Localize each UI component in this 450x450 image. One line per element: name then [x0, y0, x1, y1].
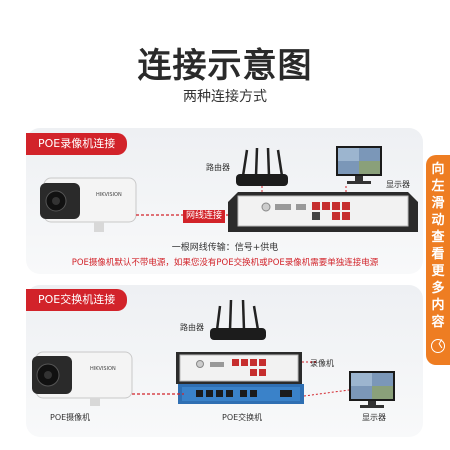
router-label-1: 路由器 — [206, 163, 230, 172]
page-title: 连接示意图 — [137, 46, 313, 86]
monitor-label-2: 显示器 — [362, 413, 386, 422]
nvr-recorder-2 — [176, 352, 302, 384]
router-1 — [236, 147, 288, 186]
section-tag-poe-nvr: POE录像机连接 — [26, 133, 128, 155]
page-subtitle: 两种连接方式 — [183, 89, 267, 105]
poe-camera-2: HIKVISION — [32, 351, 133, 406]
camera-brand-1: HIKVISION — [96, 192, 122, 198]
poe-camera-1: HIKVISION — [40, 177, 137, 232]
poe-switch — [178, 384, 304, 404]
chevron-left-icon[interactable]: 〈 — [431, 339, 445, 353]
router-label-2: 路由器 — [180, 323, 204, 332]
nvr-recorder-1 — [228, 192, 418, 232]
network-cable-tag: 网线连接 — [183, 210, 226, 223]
single-cable-caption: 一根网线传输：信号+供电 — [171, 243, 279, 253]
monitor-2 — [349, 371, 395, 408]
router-2 — [210, 299, 266, 340]
swipe-left-text: 向左滑动查看更多内容 — [431, 162, 445, 330]
nvr-label-2: 录像机 — [310, 359, 334, 368]
poe-camera-label: POE摄像机 — [50, 413, 91, 422]
monitor-1 — [336, 146, 382, 184]
swipe-left-tab[interactable]: 向左滑动查看更多内容 〈 — [426, 155, 450, 365]
section-tag-poe-switch: POE交换机连接 — [26, 289, 128, 311]
camera-brand-2: HIKVISION — [90, 366, 116, 372]
power-warning: POE摄像机默认不带电源，如果您没有POE交换机或POE录像机需要单独连接电源 — [71, 258, 379, 268]
monitor-label-1: 显示器 — [386, 180, 410, 189]
poe-switch-label: POE交换机 — [222, 413, 263, 422]
